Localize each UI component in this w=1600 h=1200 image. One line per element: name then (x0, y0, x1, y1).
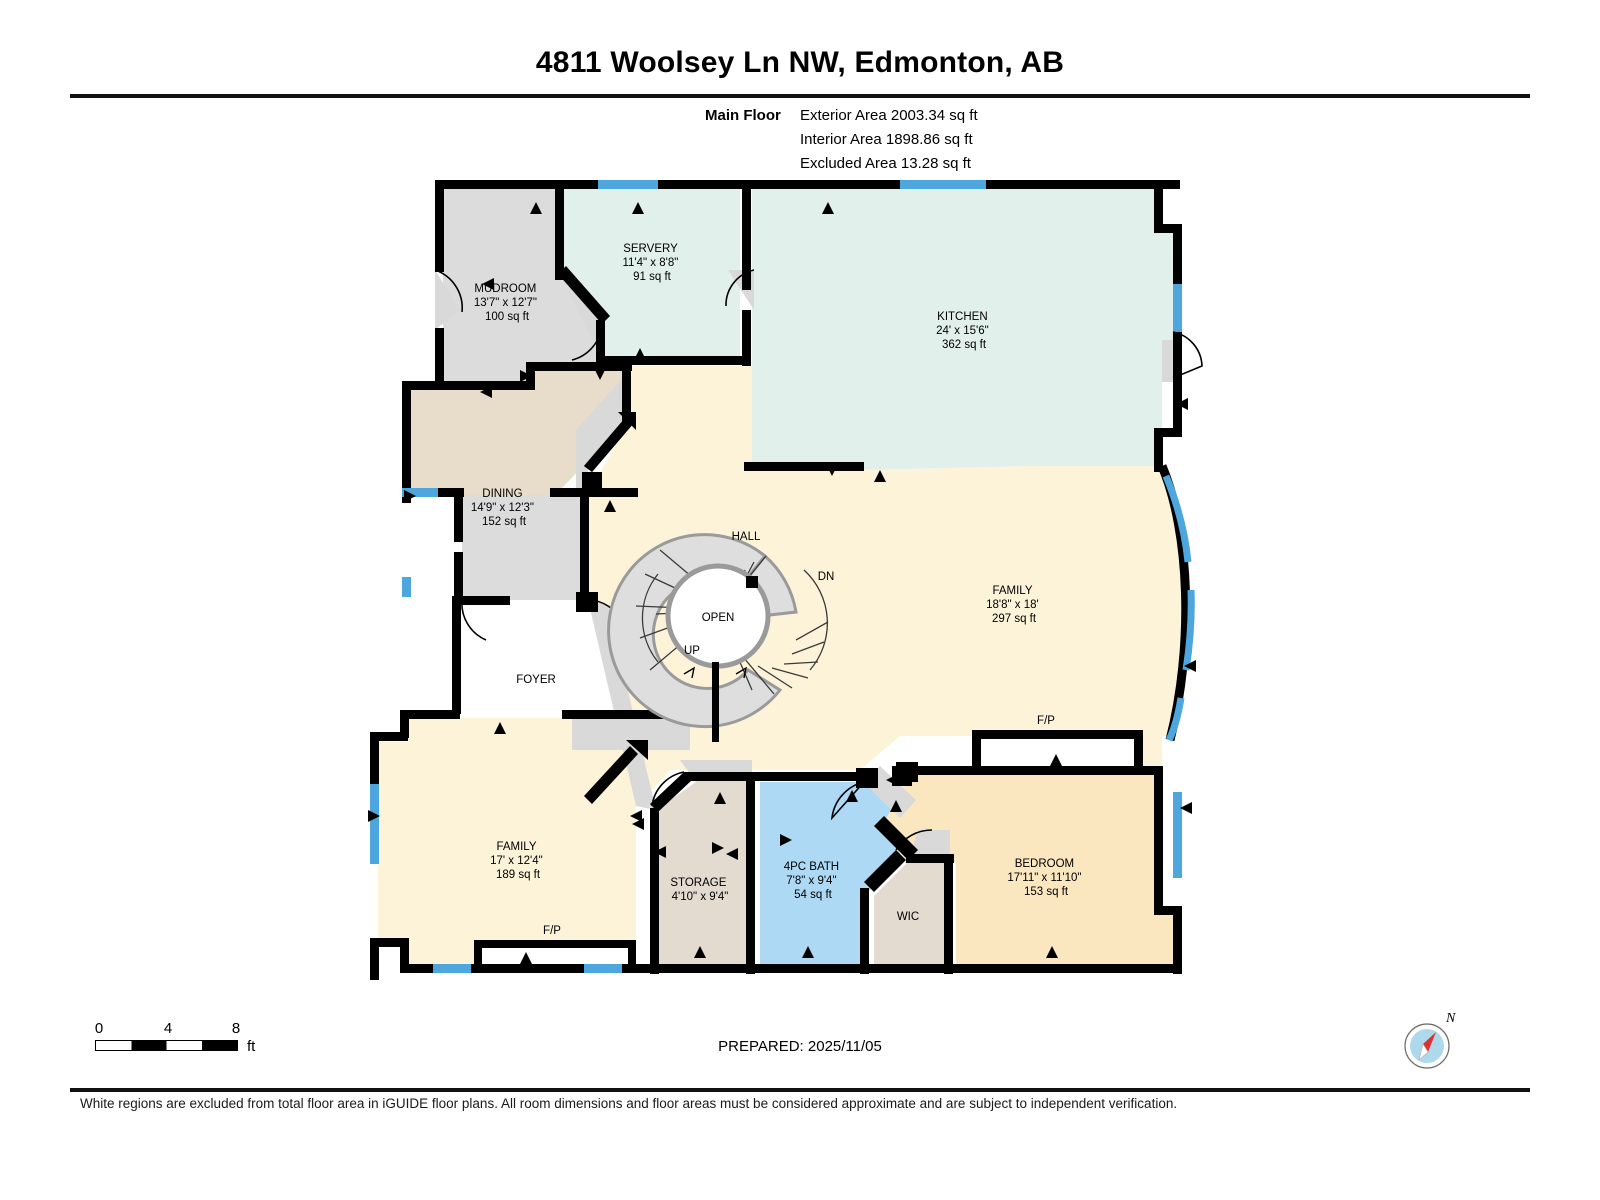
floor-plan-drawing[interactable]: MUDROOM 13'7" x 12'7" 100 sq ft SERVERY … (340, 170, 1240, 1000)
room-shape-wic[interactable] (874, 862, 950, 970)
room-labels: MUDROOM 13'7" x 12'7" 100 sq ft SERVERY … (471, 243, 1084, 937)
compass-north-label: N (1445, 1011, 1456, 1026)
room-label-family-right: FAMILY 18'8" x 18' 297 sq ft (986, 585, 1042, 625)
door-arcs (434, 269, 1203, 851)
room-shape-mudroom[interactable] (443, 188, 602, 388)
fireplace-label-left: F/P (543, 925, 561, 937)
scale-bar-unit: ft (247, 1038, 256, 1055)
excluded-area: Excluded Area 13.28 sq ft (800, 155, 971, 172)
room-shape-hall[interactable] (588, 366, 1185, 770)
room-label-servery: SERVERY 11'4" x 8'8" 91 sq ft (622, 243, 681, 283)
spiral-staircase[interactable] (607, 533, 829, 742)
bay-windows (1162, 474, 1195, 742)
scale-bar-ticks: 0 4 8 (95, 1020, 245, 1040)
room-label-bedroom: BEDROOM 17'11" x 11'10" 153 sq ft (1007, 858, 1084, 898)
scale-bar-graphic (95, 1040, 238, 1051)
title-divider (70, 94, 1530, 98)
room-shape-storage[interactable] (656, 782, 752, 970)
stair-open-label: OPEN (702, 612, 735, 624)
footer-divider (70, 1088, 1530, 1092)
door-swing-fills (435, 270, 1180, 862)
interior-area: Interior Area 1898.86 sq ft (800, 131, 973, 148)
scale-bar: 0 4 8 ft (95, 1020, 256, 1055)
room-label-mudroom: MUDROOM 13'7" x 12'7" 100 sq ft (474, 283, 540, 323)
room-shape-bedroom[interactable] (880, 774, 1180, 970)
room-label-family-left: FAMILY 17' x 12'4" 189 sq ft (490, 841, 546, 881)
page-title: 4811 Woolsey Ln NW, Edmonton, AB (535, 46, 1065, 79)
summary-spacer (705, 128, 800, 152)
room-label-dining: DINING 14'9" x 12'3" 152 sq ft (471, 488, 537, 528)
room-shape-foyer[interactable] (462, 495, 588, 600)
scale-tick-4: 4 (163, 1020, 173, 1037)
room-shape-kitchen[interactable] (752, 188, 1180, 470)
floor-label: Main Floor (705, 107, 781, 124)
room-label-wic: WIC (897, 911, 919, 923)
view-direction-markers (368, 202, 1196, 964)
exterior-area: Exterior Area 2003.34 sq ft (800, 107, 978, 124)
stair-up-label: UP (684, 645, 700, 657)
room-label-hall: HALL (732, 531, 761, 543)
room-label-bath: 4PC BATH 7'8" x 9'4" 54 sq ft (784, 861, 843, 901)
scale-tick-8: 8 (231, 1020, 241, 1037)
fireplace-label-right: F/P (1037, 715, 1055, 727)
room-label-storage: STORAGE 4'10" x 9'4" (670, 877, 729, 903)
compass-rose: N (1396, 1008, 1462, 1074)
room-shape-dining[interactable] (410, 370, 630, 495)
stair-dn-label: DN (818, 571, 835, 583)
compass-needle-north (1423, 1032, 1436, 1052)
windows (370, 180, 1182, 973)
disclaimer-text: White regions are excluded from total fl… (80, 1096, 1178, 1111)
room-label-foyer: FOYER (516, 674, 556, 686)
compass-needle-south (1418, 1042, 1429, 1062)
walls (370, 180, 1182, 980)
scale-tick-0: 0 (94, 1020, 104, 1037)
room-label-kitchen: KITCHEN 24' x 15'6" 362 sq ft (936, 311, 992, 351)
floor-area-summary: Main Floor Exterior Area 2003.34 sq ft I… (705, 104, 978, 176)
prepared-date: PREPARED: 2025/11/05 (718, 1038, 882, 1055)
